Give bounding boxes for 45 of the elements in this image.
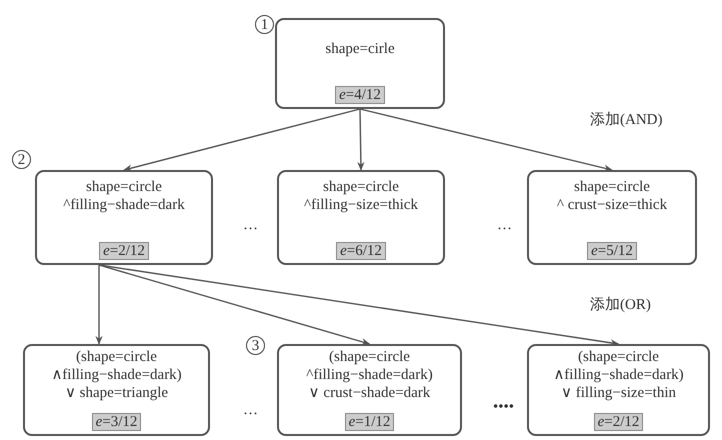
rounded-box (277, 344, 462, 436)
condition-text: ∧filling−shade=dark) (51, 366, 182, 384)
rounded-box (35, 170, 213, 265)
arrow (98, 264, 370, 346)
arrow (95, 265, 103, 345)
rounded-box (277, 170, 445, 265)
arrow (360, 108, 613, 172)
condition-text: shape=circle (86, 178, 162, 196)
condition-text: ^filling−size=thick (304, 196, 418, 214)
step-number: 1 (255, 15, 274, 34)
annotation-text: •••• (493, 398, 514, 416)
condition-text: ^filling−shade=dark (63, 196, 185, 214)
condition-text: (shape=circle (578, 348, 659, 366)
rounded-box (23, 344, 210, 436)
annotation-text: 添加(OR) (590, 296, 651, 314)
rounded-box (527, 344, 710, 436)
step-number: 3 (246, 336, 265, 355)
entropy-tag: e=3/12 (92, 413, 142, 431)
arrow (357, 108, 364, 171)
annotation-text: … (243, 216, 258, 234)
annotation-text: 添加(AND) (590, 111, 662, 129)
condition-text: ∨ filling−size=thin (561, 384, 676, 402)
entropy-tag: e=2/12 (594, 413, 644, 431)
rounded-box (527, 170, 697, 265)
condition-text: ∨ crust−shade=dark (308, 384, 430, 402)
condition-text: ^filling−shade=dark) (306, 366, 433, 384)
condition-text: (shape=circle (329, 348, 410, 366)
condition-text: shape=circle (323, 178, 399, 196)
entropy-tag: e=6/12 (336, 242, 386, 260)
condition-text: (shape=circle (76, 348, 157, 366)
step-number: 2 (12, 150, 31, 169)
entropy-tag: e=2/12 (99, 242, 149, 260)
condition-text: ∧filling−shade=dark) (553, 366, 684, 384)
condition-text: shape=cirle (325, 40, 395, 58)
condition-text: ^ crust−size=thick (556, 196, 668, 214)
condition-text: ∨ shape=triangle (64, 384, 168, 402)
annotation-text: … (497, 216, 512, 234)
condition-text: shape=circle (574, 178, 650, 196)
entropy-tag: e=1/12 (344, 413, 394, 431)
rounded-box (275, 18, 445, 109)
arrow (98, 264, 620, 346)
arrow (123, 108, 360, 172)
annotation-text: … (243, 401, 258, 419)
entropy-tag: e=5/12 (587, 242, 637, 260)
entropy-tag: e=4/12 (335, 86, 385, 104)
